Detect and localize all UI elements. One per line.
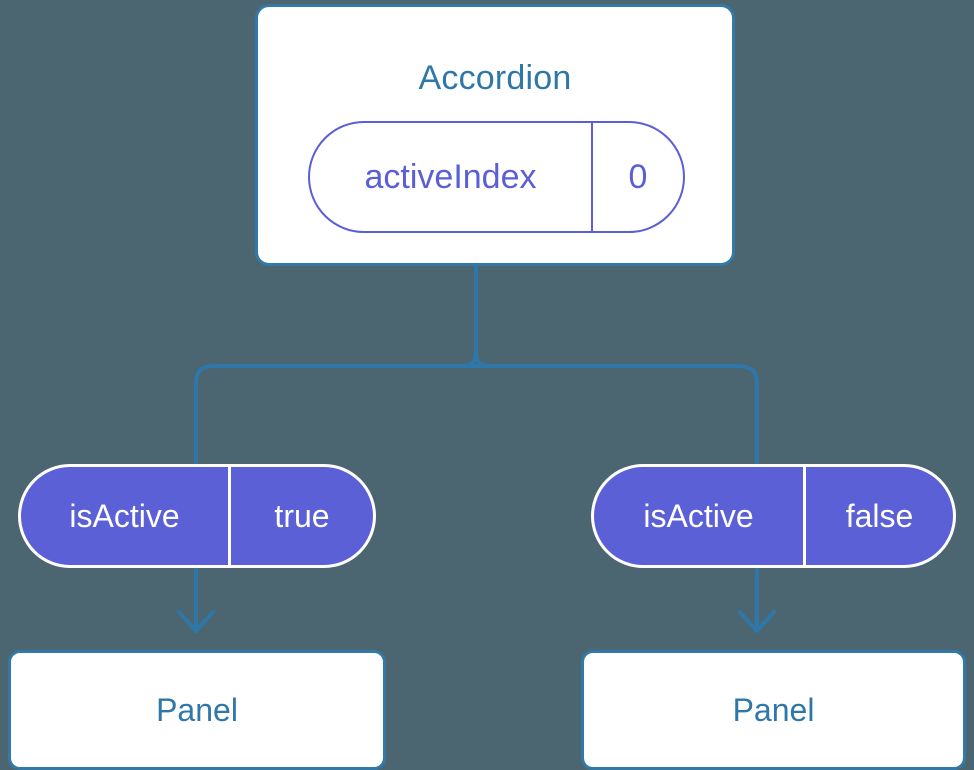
panel-label-left: Panel xyxy=(156,692,238,728)
panel-node-right[interactable]: Panel xyxy=(581,650,966,770)
accordion-state-pill[interactable]: activeIndex 0 xyxy=(308,121,685,233)
root-to-branch-stem xyxy=(474,264,496,368)
state-value-activeindex: 0 xyxy=(628,158,648,196)
accordion-node[interactable]: Accordion activeIndex 0 xyxy=(255,4,735,266)
prop-pill-isactive-true[interactable]: isActive true xyxy=(18,464,376,568)
prop-key-isactive-left: isActive xyxy=(21,467,231,565)
accordion-title: Accordion xyxy=(418,59,572,97)
root-to-branch-stem-mirror xyxy=(456,348,478,368)
branch-bar xyxy=(194,364,759,468)
state-key-activeindex: activeIndex xyxy=(310,123,593,231)
prop-key-isactive-right: isActive xyxy=(594,467,806,565)
prop-pill-isactive-false[interactable]: isActive false xyxy=(591,464,956,568)
arrow-to-right-panel xyxy=(738,568,776,633)
prop-value-isactive-right: false xyxy=(845,498,914,534)
arrow-to-left-panel xyxy=(177,568,215,633)
prop-value-isactive-left: true xyxy=(274,498,330,534)
panel-node-left[interactable]: Panel xyxy=(8,650,386,770)
panel-label-right: Panel xyxy=(732,692,815,728)
